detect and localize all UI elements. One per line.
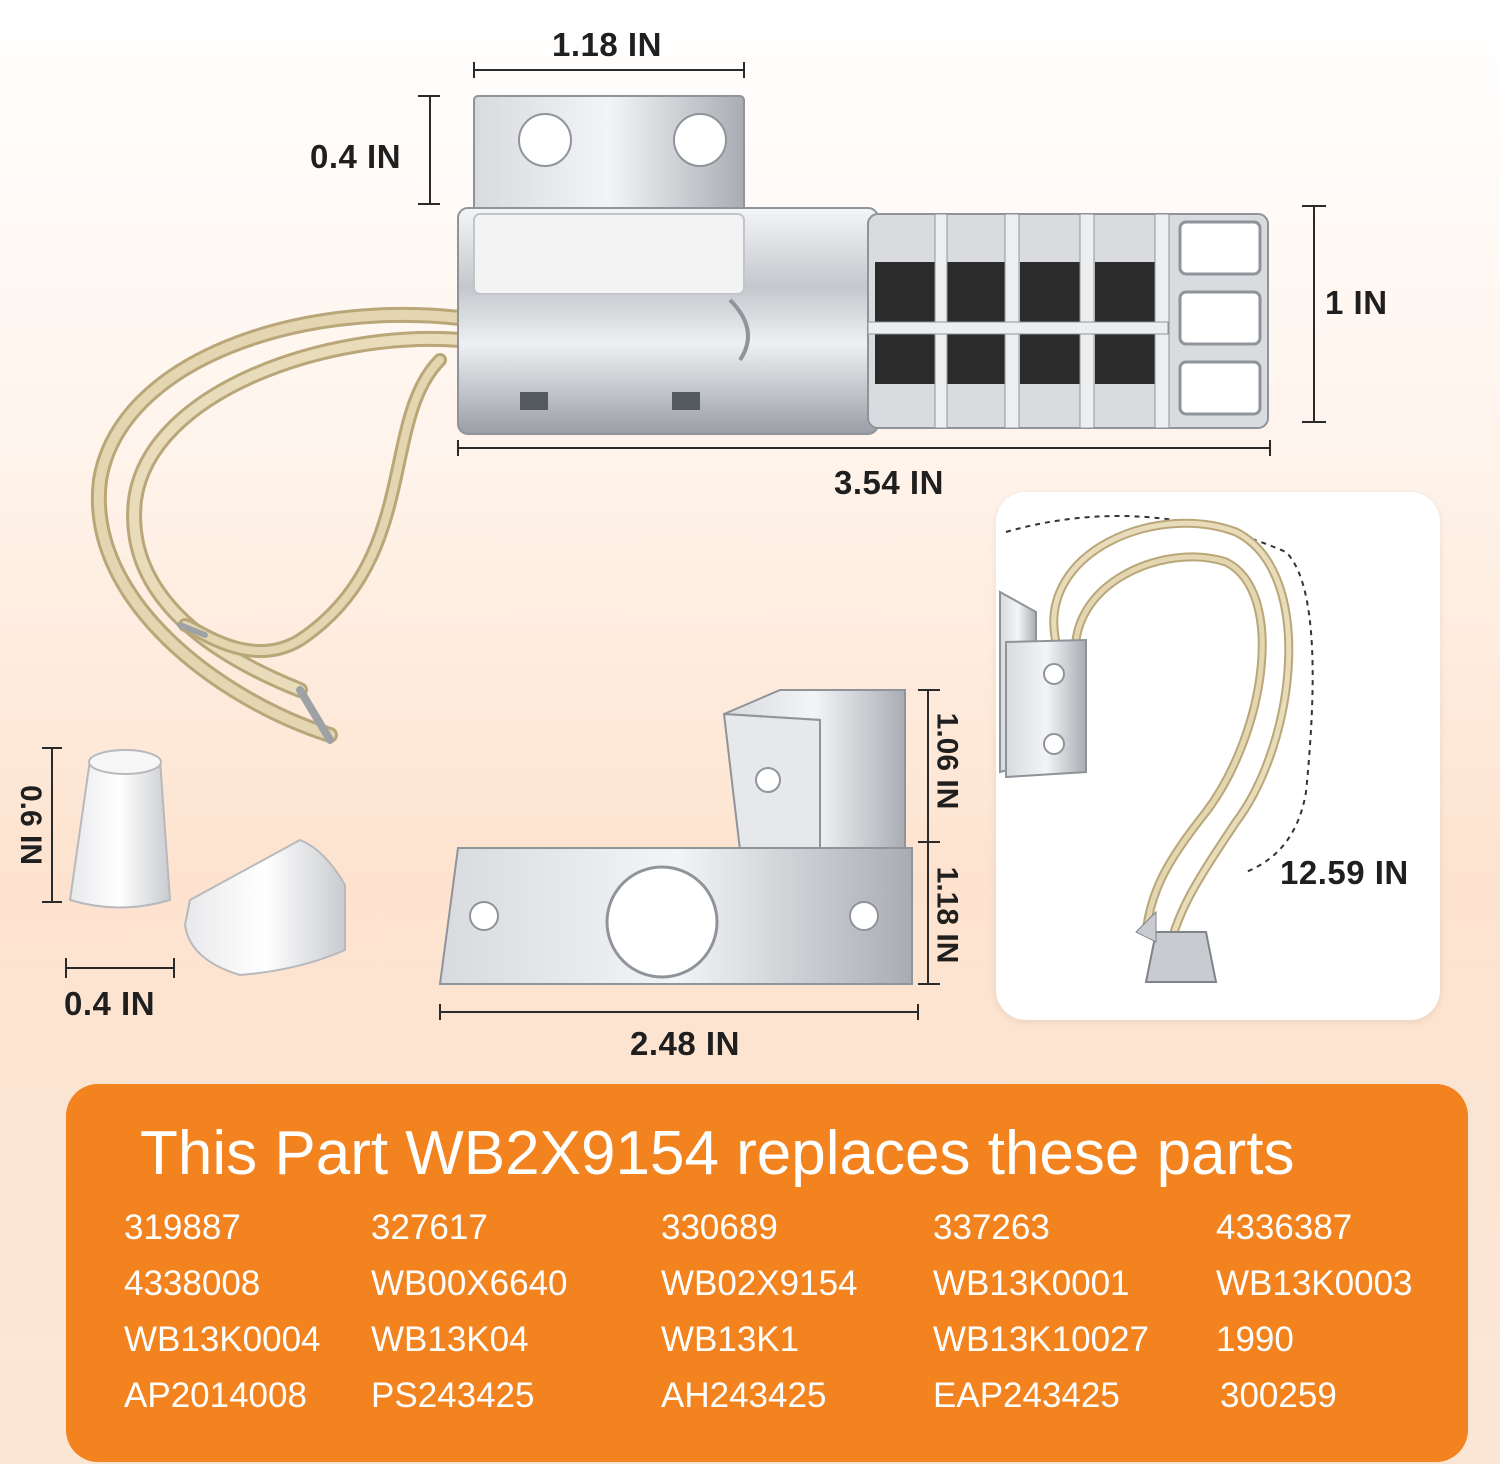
part-number: 300259 — [1220, 1376, 1337, 1415]
part-number: WB13K0003 — [1216, 1264, 1413, 1303]
dim-bracket-width: 1.18 IN — [552, 26, 662, 63]
part-number: WB13K0004 — [124, 1320, 321, 1359]
igniter-body — [457, 207, 879, 435]
part-number: 319887 — [124, 1208, 241, 1247]
part-number: 1990 — [1216, 1320, 1294, 1359]
part-number: 4338008 — [124, 1264, 261, 1303]
top-bracket — [473, 95, 745, 215]
wire-length-inset: 12.59 IN — [996, 492, 1440, 1020]
part-number: 4336387 — [1216, 1208, 1353, 1247]
part-number: 337263 — [933, 1208, 1050, 1247]
dim-bracket-height: 0.4 IN — [310, 138, 402, 175]
part-number: 327617 — [371, 1208, 488, 1247]
igniter-wire — [90, 306, 468, 744]
part-number: WB13K0001 — [933, 1264, 1130, 1303]
dimension-lines — [42, 62, 1326, 1020]
dim-mount-width: 2.48 IN — [630, 1025, 740, 1062]
wire-connectors — [68, 749, 346, 977]
igniter-cage — [867, 213, 1269, 429]
wire-length-illustration — [999, 515, 1314, 983]
panel-title: This Part WB2X9154 replaces these parts — [140, 1119, 1295, 1188]
part-number: AP2014008 — [124, 1376, 307, 1415]
part-number: AH243425 — [661, 1376, 827, 1415]
mounting-bracket — [438, 689, 913, 985]
part-number: WB13K04 — [371, 1320, 529, 1359]
dim-connector-height: 0.6 IN — [14, 784, 48, 866]
dim-wire-length: 12.59 IN — [1280, 854, 1409, 891]
dim-connector-width: 0.4 IN — [64, 985, 156, 1022]
replacement-parts-panel: This Part WB2X9154 replaces these parts … — [66, 1084, 1468, 1462]
part-number: EAP243425 — [933, 1376, 1120, 1415]
part-number: WB02X9154 — [661, 1264, 858, 1303]
dim-mount-lower-height: 1.18 IN — [930, 866, 964, 964]
part-number: WB13K1 — [661, 1320, 800, 1359]
dim-body-length: 3.54 IN — [834, 464, 944, 501]
part-number: 330689 — [661, 1208, 778, 1247]
dim-mount-upper-height: 1.06 IN — [930, 712, 964, 810]
dim-body-diameter: 1 IN — [1325, 284, 1388, 321]
part-number: PS243425 — [371, 1376, 535, 1415]
part-number: WB13K10027 — [933, 1320, 1149, 1359]
part-number: WB00X6640 — [371, 1264, 568, 1303]
